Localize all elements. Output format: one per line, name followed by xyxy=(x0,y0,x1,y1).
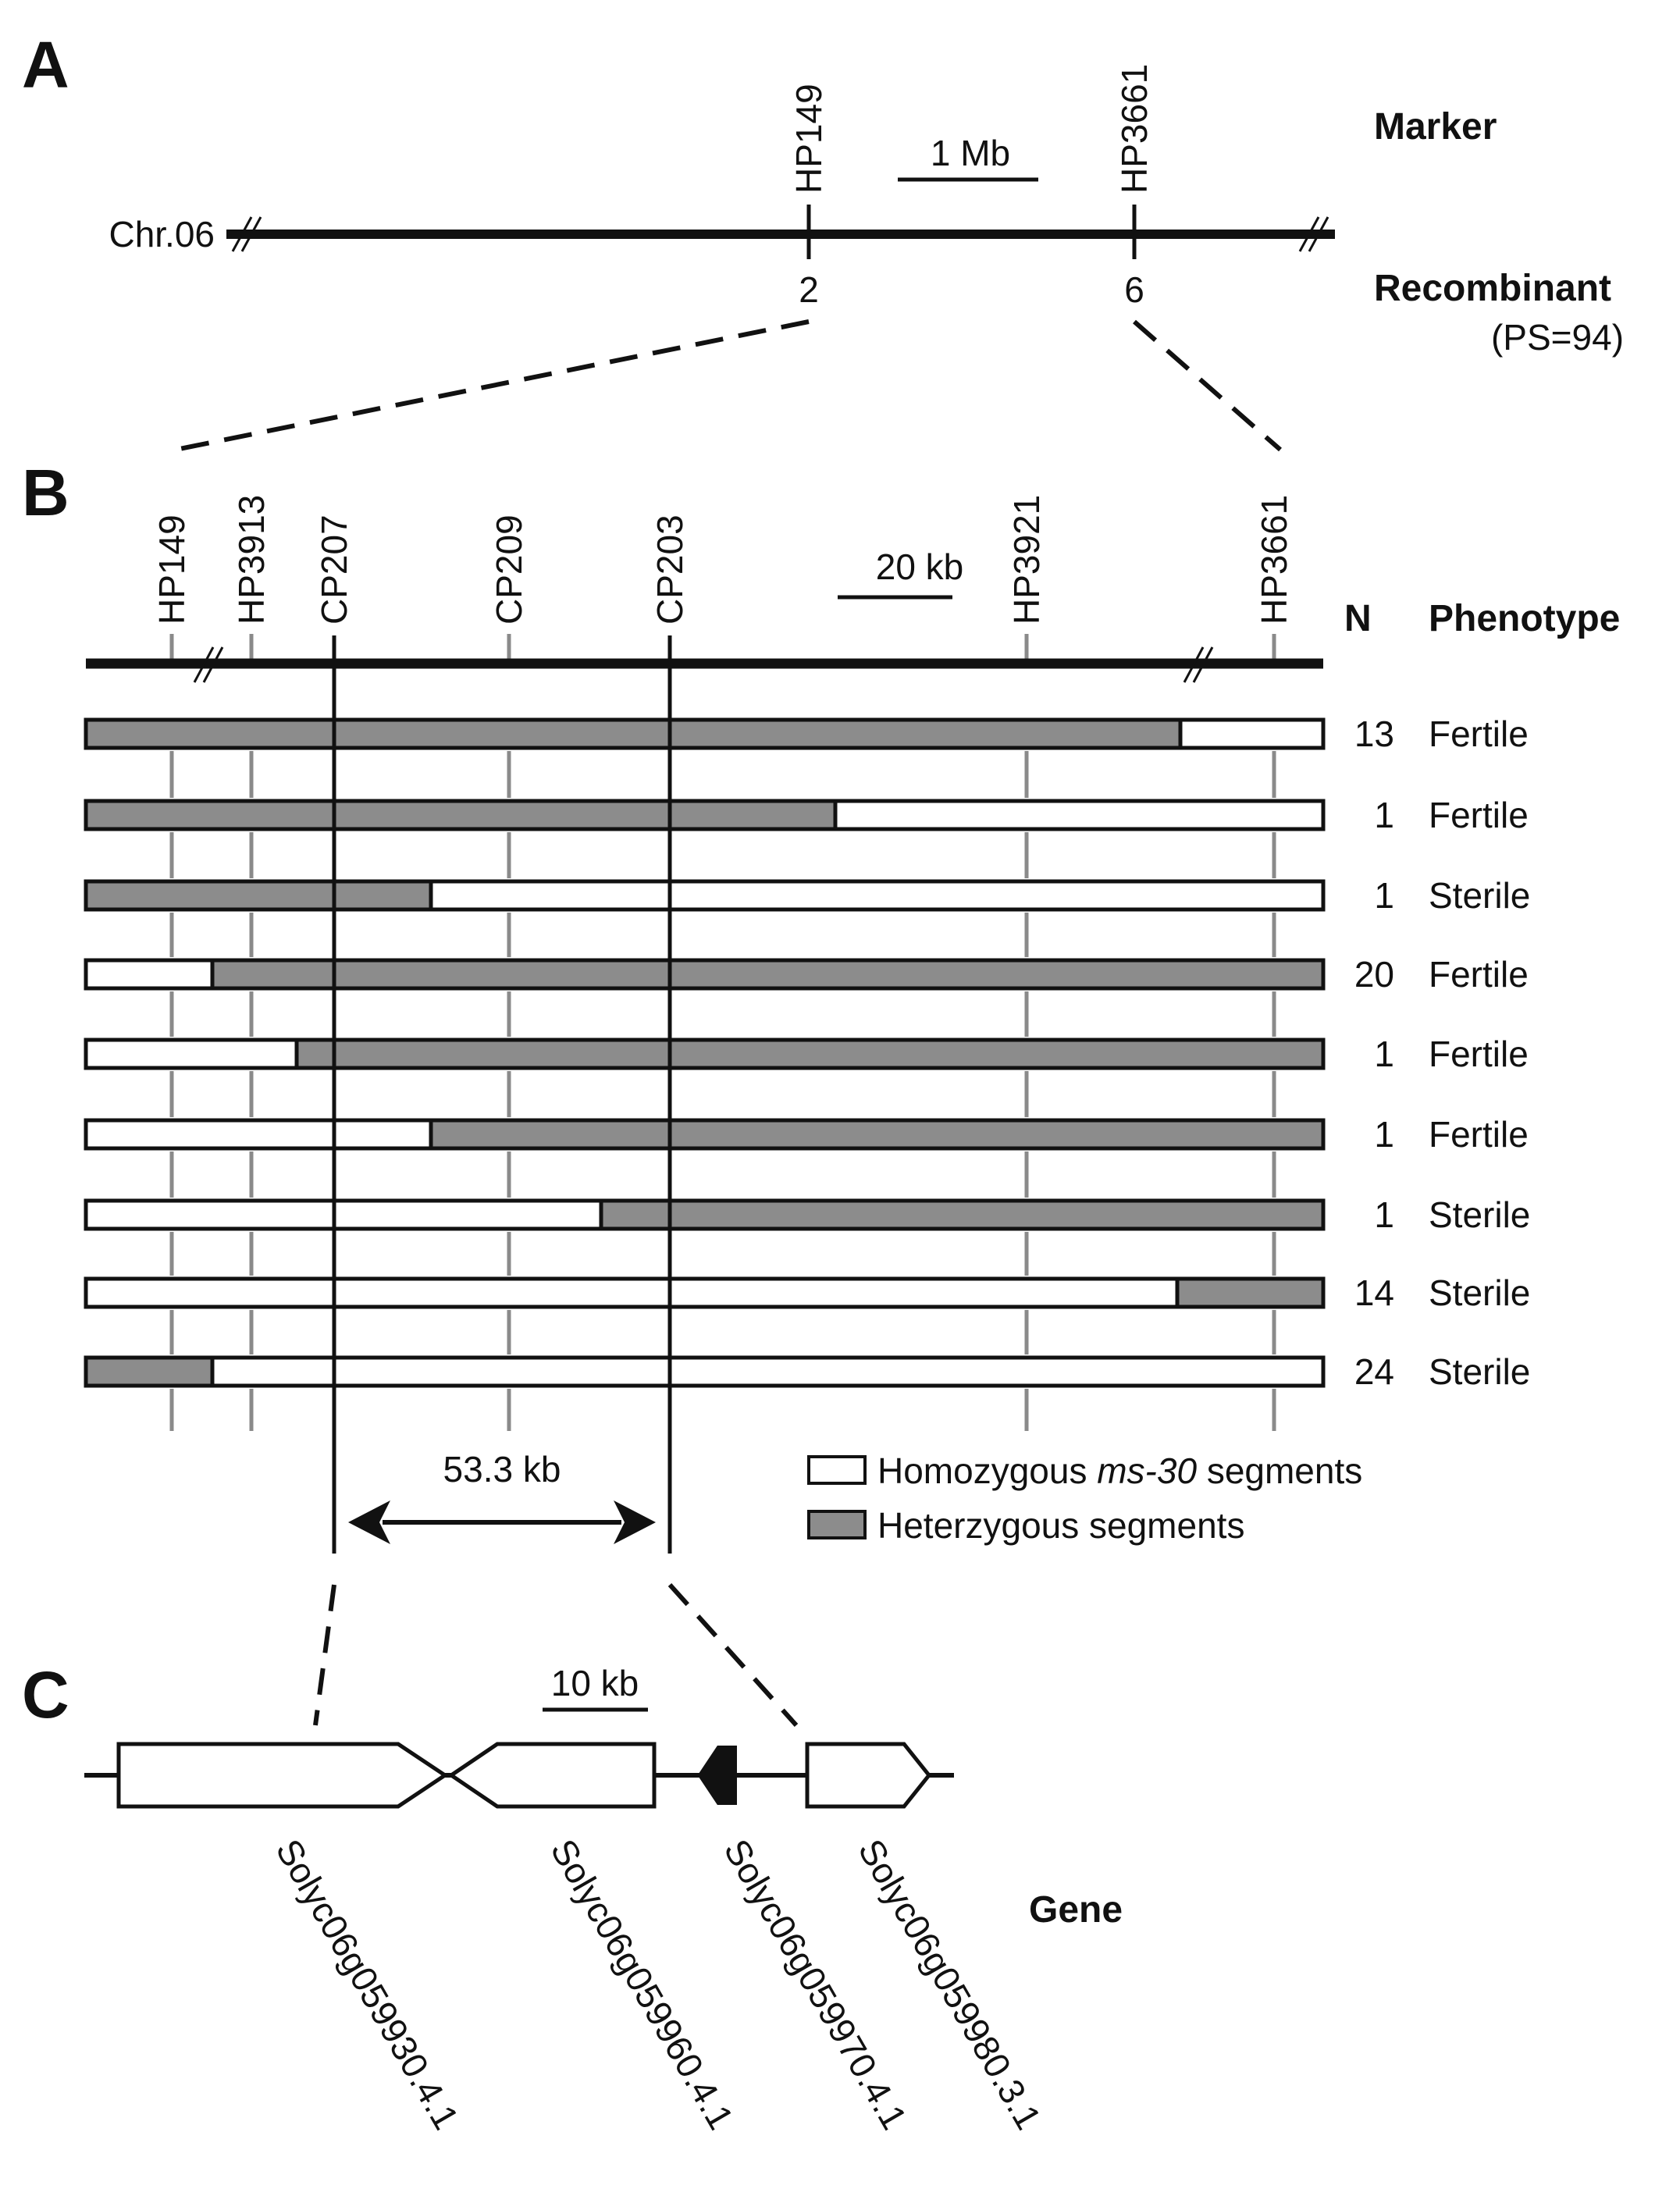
legend-swatch-homozygous xyxy=(807,1455,867,1485)
recombinant-count-hp149: 2 xyxy=(799,269,819,310)
row-phenotype: Fertile xyxy=(1429,1114,1529,1155)
gene-arrow-solyc06g059930 xyxy=(116,1742,449,1809)
fine-map-break-left xyxy=(193,646,224,683)
row-count: 1 xyxy=(1374,1194,1394,1235)
row-count: 1 xyxy=(1374,1034,1394,1074)
row-count: 24 xyxy=(1354,1351,1394,1392)
homozygous-segment xyxy=(833,799,1326,831)
interval-size-label: 53.3 kb xyxy=(443,1449,561,1490)
legend-homozygous-prefix: Homozygous xyxy=(877,1450,1097,1491)
recombinant-row: 20 Fertile xyxy=(84,954,1529,995)
recombinant-row: 1 Fertile xyxy=(84,1114,1529,1155)
recombinant-count-hp3661: 6 xyxy=(1124,269,1144,310)
phenotype-header: Phenotype xyxy=(1429,598,1620,639)
recombinant-row: 14 Sterile xyxy=(84,1272,1530,1313)
recombinant-row: 1 Sterile xyxy=(84,875,1530,916)
heterozygous-segment xyxy=(84,879,433,912)
marker-header: Marker xyxy=(1374,106,1497,148)
recombinant-row: 24 Sterile xyxy=(84,1351,1530,1392)
recombinant-row: 1 Fertile xyxy=(84,1034,1529,1074)
homozygous-segment xyxy=(84,1038,299,1070)
heterozygous-segment xyxy=(84,717,1183,750)
legend-swatch-heterozygous xyxy=(807,1510,867,1539)
marker-cp209-label: CP209 xyxy=(489,514,529,625)
n-header: N xyxy=(1344,598,1372,639)
gene-arrow-solyc06g059960 xyxy=(447,1742,657,1809)
marker-cp203-label: CP203 xyxy=(650,514,690,625)
row-count: 14 xyxy=(1354,1272,1394,1313)
marker-hp149-label: HP149 xyxy=(788,84,829,194)
fine-map-markers: HP149 HP3913 CP207 CP209 CP203 HP3921 HP3661 xyxy=(151,495,1294,660)
heterozygous-segment xyxy=(294,1038,1326,1070)
homozygous-segment xyxy=(84,1198,603,1231)
fine-map-break-right xyxy=(1183,646,1214,683)
heterozygous-segment xyxy=(210,958,1326,991)
marker-cp207-label: CP207 xyxy=(314,514,354,625)
homozygous-segment xyxy=(84,1118,433,1151)
marker-hp3661-label: HP3661 xyxy=(1114,64,1155,194)
legend-homozygous-allele: ms-30 xyxy=(1097,1450,1197,1491)
row-phenotype: Sterile xyxy=(1429,1272,1530,1313)
interval-arrow-head-right xyxy=(614,1500,656,1544)
panel-b-scale-label: 20 kb xyxy=(876,546,964,587)
zoom-line-b-left xyxy=(313,1584,336,1726)
chromosome-break-right xyxy=(1298,216,1329,252)
row-phenotype: Sterile xyxy=(1429,1194,1530,1235)
homozygous-segment xyxy=(84,958,215,991)
row-phenotype: Fertile xyxy=(1429,795,1529,835)
row-count: 20 xyxy=(1354,954,1394,995)
gene-label-solyc06g059930: Solyc06g059930.4.1 xyxy=(268,1832,467,2136)
homozygous-segment xyxy=(84,1276,1180,1309)
legend-heterozygous-label: Heterzygous segments xyxy=(877,1505,1244,1546)
panel-c-label: C xyxy=(22,1658,69,1732)
marker-hp3661-label: HP3661 xyxy=(1254,495,1294,625)
chromosome-label: Chr.06 xyxy=(109,214,215,254)
row-count: 13 xyxy=(1354,714,1394,754)
row-count: 1 xyxy=(1374,875,1394,916)
recombinant-row: 1 Fertile xyxy=(84,795,1529,835)
panel-a-label: A xyxy=(22,28,69,101)
recombinant-row: 1 Sterile xyxy=(84,1194,1530,1235)
row-count: 1 xyxy=(1374,795,1394,835)
heterozygous-segment xyxy=(429,1118,1326,1151)
interval-arrow-head-left xyxy=(348,1500,390,1544)
marker-hp3921-label: HP3921 xyxy=(1006,495,1047,625)
recombinant-row: 13 Fertile xyxy=(84,714,1529,754)
population-size-note: (PS=94) xyxy=(1491,317,1624,358)
heterozygous-segment xyxy=(1175,1276,1326,1309)
zoom-line-a-right xyxy=(1133,319,1282,452)
heterozygous-segment xyxy=(84,1355,215,1388)
recombinant-header: Recombinant xyxy=(1374,268,1611,309)
marker-hp149-label: HP149 xyxy=(151,514,192,625)
legend-homozygous-label: Homozygous ms-30 segments xyxy=(877,1450,1362,1491)
heterozygous-segment xyxy=(84,799,838,831)
zoom-line-a-left xyxy=(175,319,810,452)
legend-homozygous-suffix: segments xyxy=(1197,1450,1362,1491)
gene-label-solyc06g059960: Solyc06g059960.4.1 xyxy=(543,1832,742,2136)
homozygous-segment xyxy=(1178,717,1326,750)
panel-c-scale-label: 10 kb xyxy=(551,1663,639,1703)
homozygous-segment xyxy=(210,1355,1326,1388)
row-phenotype: Sterile xyxy=(1429,1351,1530,1392)
row-phenotype: Fertile xyxy=(1429,714,1529,754)
row-count: 1 xyxy=(1374,1114,1394,1155)
row-phenotype: Fertile xyxy=(1429,954,1529,995)
legend: Homozygous ms-30 segments Heterzygous se… xyxy=(807,1450,1362,1546)
heterozygous-segment xyxy=(599,1198,1326,1231)
homozygous-segment xyxy=(429,879,1326,912)
marker-hp3913-label: HP3913 xyxy=(231,495,272,625)
gene-arrow-solyc06g059970 xyxy=(697,1746,737,1805)
row-phenotype: Sterile xyxy=(1429,875,1530,916)
gene-header: Gene xyxy=(1029,1889,1123,1931)
panel-b-label: B xyxy=(22,456,69,529)
zoom-line-b-right xyxy=(667,1582,799,1728)
gene-arrow-solyc06g059980 xyxy=(805,1742,932,1809)
chromosome-break-left xyxy=(231,216,262,252)
row-phenotype: Fertile xyxy=(1429,1034,1529,1074)
panel-a-scale-label: 1 Mb xyxy=(931,133,1010,173)
